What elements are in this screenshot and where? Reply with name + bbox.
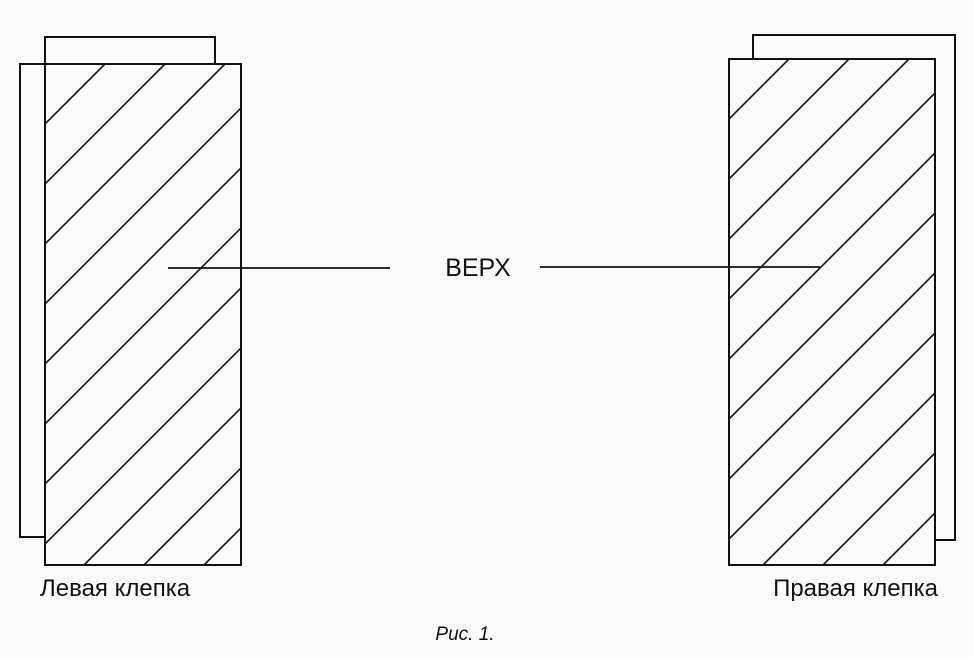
right-rivet-front bbox=[728, 58, 936, 566]
left-rivet-hatch-line bbox=[83, 406, 241, 565]
right-rivet-hatch-line bbox=[729, 59, 730, 61]
figure-caption: Рис. 1. bbox=[435, 624, 494, 645]
right-rivet-hatch-line bbox=[729, 59, 850, 181]
right-rivet-hatch-line bbox=[822, 451, 935, 565]
right-rivet-hatch-line bbox=[729, 331, 935, 541]
right-rivet-hatch-line bbox=[729, 271, 935, 481]
right-rivet-hatching bbox=[729, 59, 974, 565]
left-rivet bbox=[19, 36, 765, 566]
left-rivet-hatch-line bbox=[45, 64, 46, 66]
right-rivet-hatch-line bbox=[729, 151, 935, 361]
right-rivet-back-outline bbox=[752, 34, 956, 541]
right-rivet-hatch-line bbox=[729, 59, 910, 241]
right-rivet-label: Правая клепка bbox=[773, 575, 939, 602]
right-rivet bbox=[728, 34, 974, 566]
left-rivet-hatching bbox=[45, 64, 765, 565]
left-rivet-hatch-line bbox=[264, 64, 765, 565]
left-rivet-hatch-line bbox=[203, 526, 241, 565]
left-rivet-hatch-line bbox=[45, 64, 226, 246]
left-rivet-hatch-line bbox=[45, 286, 241, 486]
left-rivet-hatch-line bbox=[45, 346, 241, 546]
top-label: ВЕРХ bbox=[445, 254, 511, 282]
right-rivet-hatch-line bbox=[943, 59, 974, 565]
left-rivet-label: Левая клепка bbox=[40, 575, 191, 602]
left-rivet-front bbox=[44, 63, 242, 566]
left-rivet-hatch-line bbox=[45, 64, 166, 186]
left-rivet-hatch-line bbox=[45, 166, 241, 366]
left-rivet-hatch-line bbox=[45, 226, 241, 426]
right-rivet-hatch-line bbox=[729, 211, 935, 421]
right-rivet-hatch-line bbox=[729, 59, 790, 121]
left-rivet-hatch-line bbox=[143, 466, 241, 565]
left-rivet-hatch-line bbox=[45, 106, 241, 306]
right-rivet-hatch-line bbox=[762, 391, 935, 565]
left-rivet-back-outline bbox=[19, 36, 216, 538]
right-rivet-hatch-line bbox=[729, 91, 935, 301]
